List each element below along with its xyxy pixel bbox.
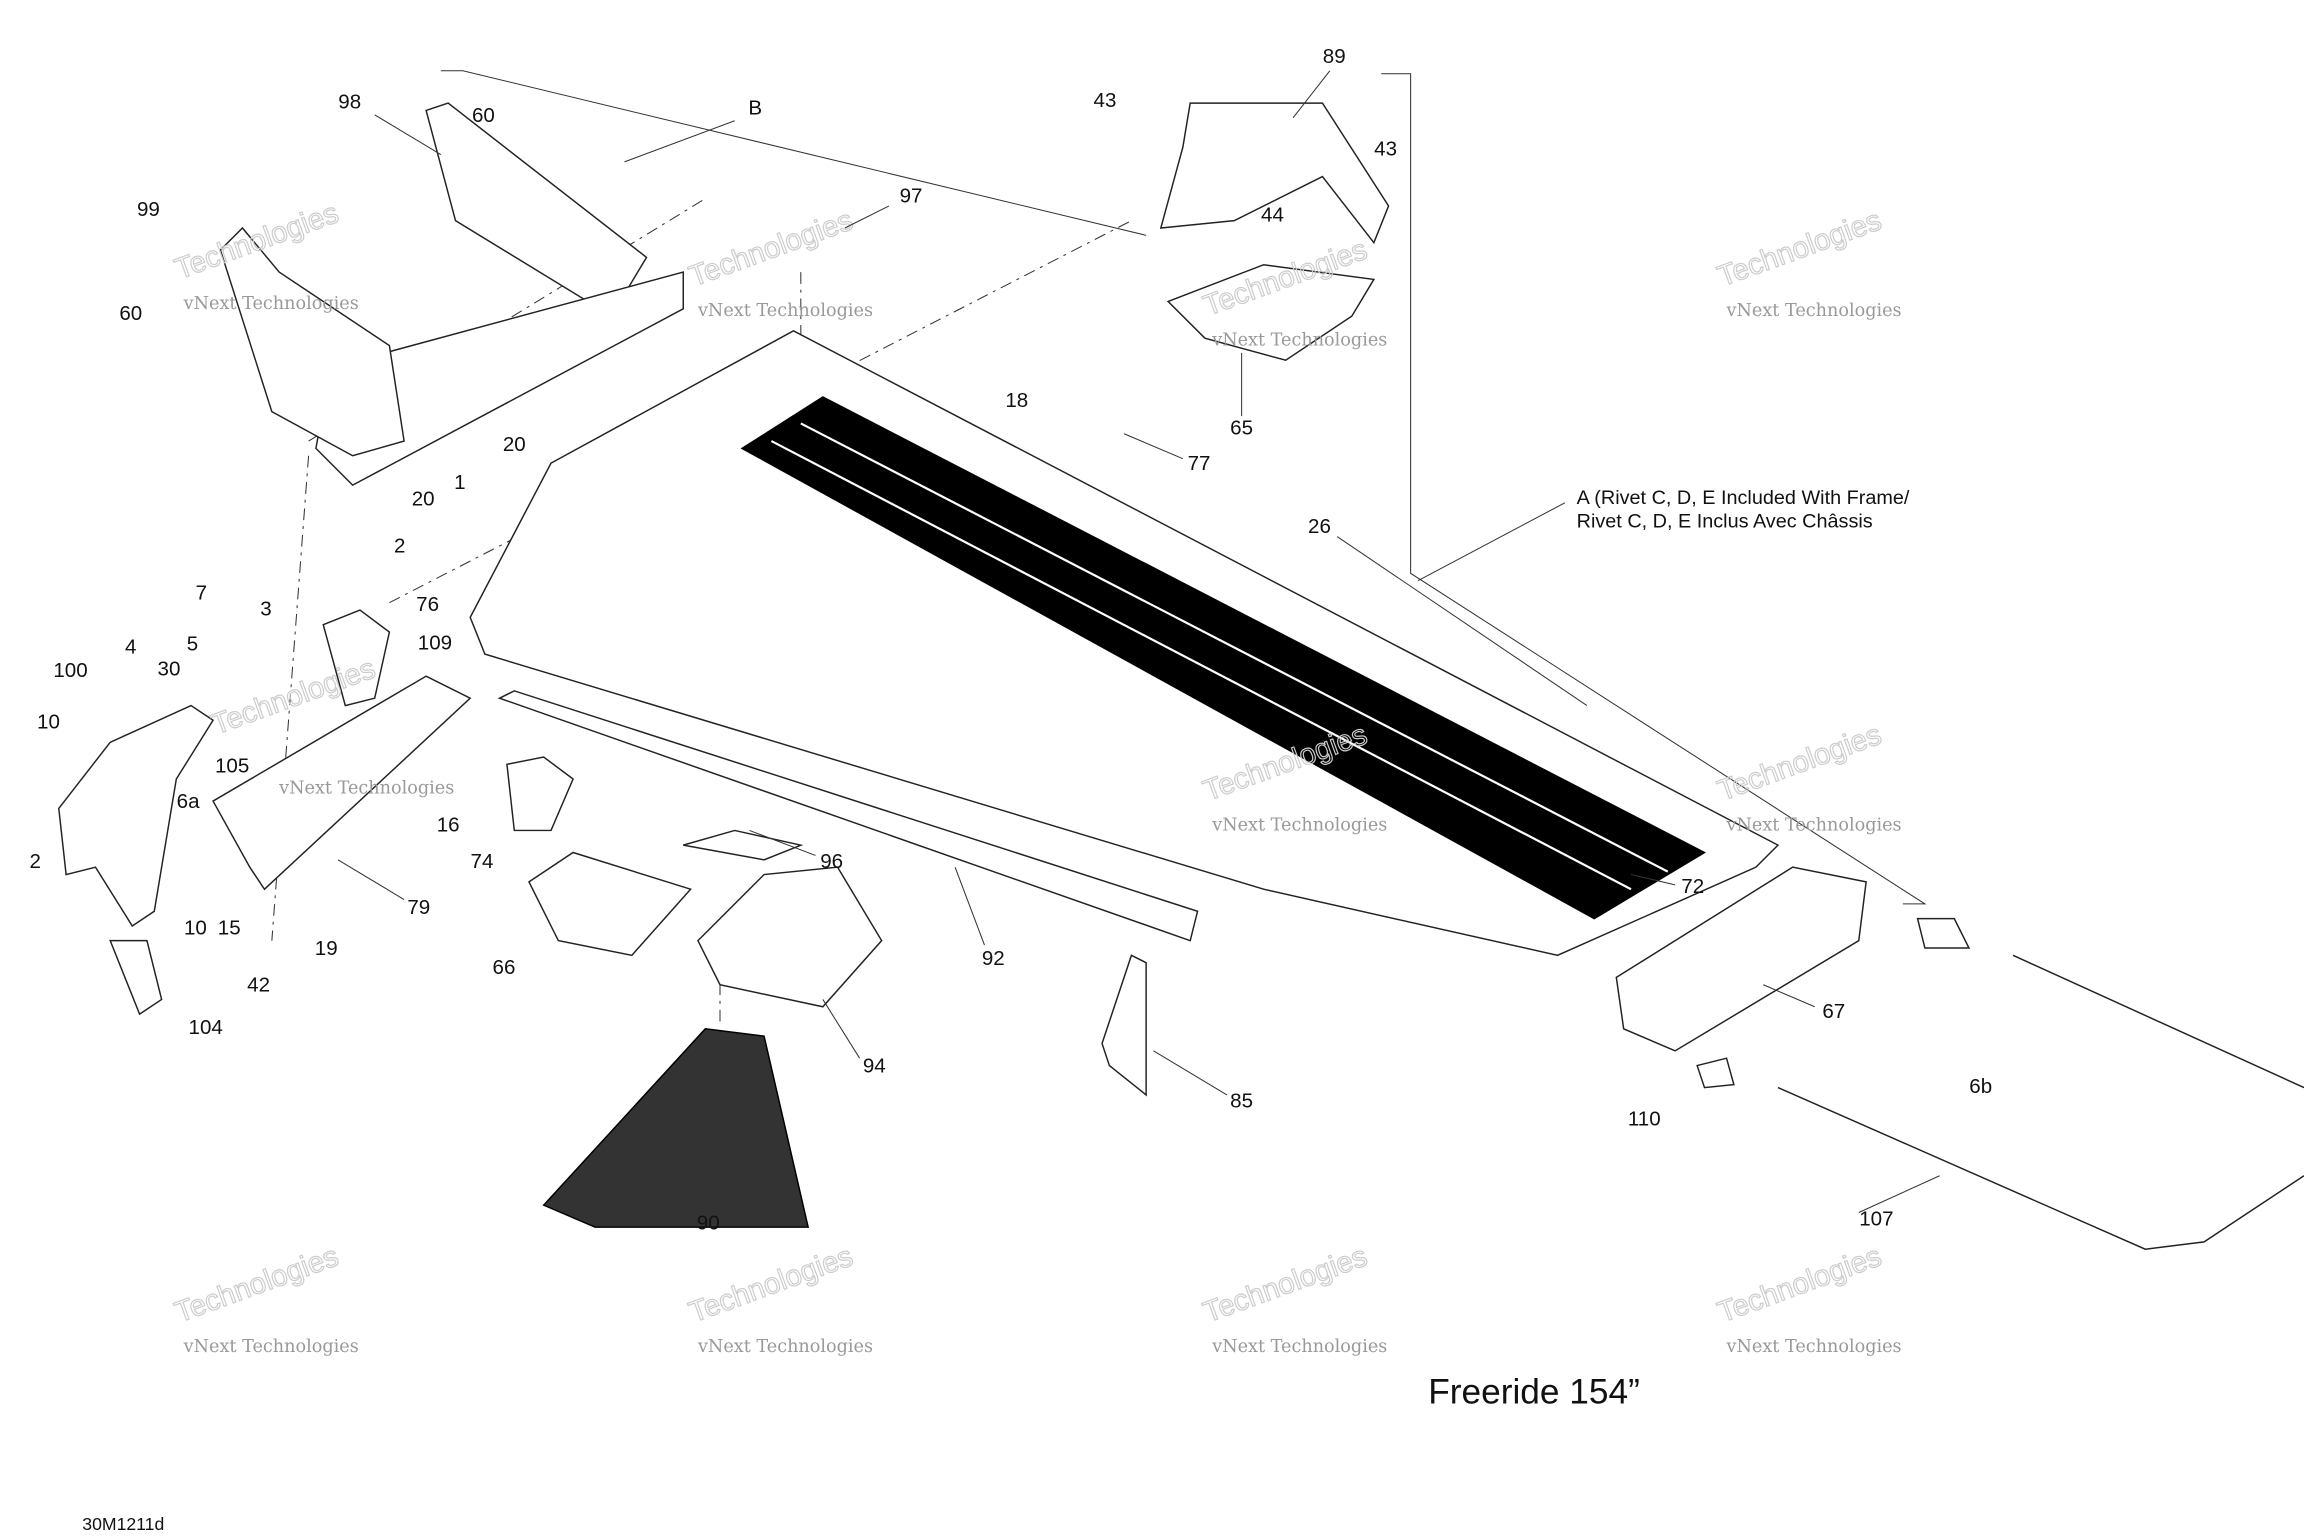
callout-label: 5 xyxy=(187,633,198,656)
callout-label: 10 xyxy=(37,711,60,734)
callout-label: 1 xyxy=(454,471,465,494)
callout-label: 60 xyxy=(472,104,495,127)
watermark-text: Technologies xyxy=(1713,718,1885,808)
watermark-text: Technologies xyxy=(685,204,857,294)
callout-label: 67 xyxy=(1822,1000,1845,1023)
rivet-note-line2: Rivet C, D, E Inclus Avec Châssis xyxy=(1577,511,1873,533)
callout-label: 44 xyxy=(1261,204,1284,227)
callout-label: 26 xyxy=(1308,515,1331,538)
callout-label: 109 xyxy=(418,631,452,654)
callout-label: 72 xyxy=(1681,875,1704,898)
part-bumper-107 xyxy=(1777,954,2304,1250)
callout-label: 107 xyxy=(1859,1207,1893,1230)
watermark-text: Technologies xyxy=(685,1239,857,1329)
watermark-text: vNext Technologies xyxy=(1211,1337,1387,1357)
watermark-text: Technologies xyxy=(1713,1239,1885,1329)
callout-label: 18 xyxy=(1005,389,1028,412)
part-misc xyxy=(109,609,1971,1097)
watermark-text: vNext Technologies xyxy=(697,301,873,321)
callout-label: 105 xyxy=(215,755,249,778)
watermark-text: vNext Technologies xyxy=(1211,815,1387,835)
callout-label: 42 xyxy=(247,974,270,997)
part-heat-exchanger-72 xyxy=(740,396,1706,920)
watermark-text: vNext Technologies xyxy=(183,294,359,314)
callout-label: 6b xyxy=(1969,1075,1992,1098)
callout-label: 79 xyxy=(407,896,430,919)
callout-label: 110 xyxy=(1628,1107,1661,1130)
callout-label: 90 xyxy=(697,1212,720,1235)
watermark-text: vNext Technologies xyxy=(1726,815,1902,835)
watermark-text: Technologies xyxy=(1199,1239,1371,1329)
callout-label: 20 xyxy=(503,433,526,456)
part-front-bumper-89 xyxy=(1159,102,1390,362)
callout-label: 20 xyxy=(412,487,435,510)
callout-label: 104 xyxy=(189,1016,223,1039)
callout-label: 19 xyxy=(315,937,338,960)
part-tunnel xyxy=(469,330,1867,1052)
callout-label: 16 xyxy=(437,813,460,836)
part-footrest-79 xyxy=(212,675,472,891)
callout-label: 92 xyxy=(982,947,1005,970)
watermark-text: vNext Technologies xyxy=(1211,331,1387,351)
watermark-text: vNext Technologies xyxy=(183,1337,359,1357)
callout-label: 7 xyxy=(196,581,207,604)
callout-label: 60 xyxy=(119,302,142,325)
callout-label: 10 xyxy=(184,916,207,939)
callout-label: 2 xyxy=(30,850,41,873)
leader-lines xyxy=(337,70,1940,1218)
watermark-text: vNext Technologies xyxy=(278,779,454,799)
rivet-note-line1: A (Rivet C, D, E Included With Frame/ xyxy=(1577,487,1910,509)
diagram-title: Freeride 154” xyxy=(1428,1373,1640,1412)
part-runner-90 xyxy=(542,1028,810,1228)
callout-label: 3 xyxy=(260,597,271,620)
callout-label: 89 xyxy=(1323,45,1346,68)
callout-label: 74 xyxy=(471,850,494,873)
watermark-text: Technologies xyxy=(1713,204,1885,294)
callout-label: 43 xyxy=(1374,138,1397,161)
callout-label: 66 xyxy=(493,956,516,979)
callout-label: 94 xyxy=(863,1054,886,1077)
callout-label: 97 xyxy=(900,185,923,208)
part-front-frame-100 xyxy=(58,704,215,927)
callout-labels: 98 60 B 99 60 97 89 43 43 44 65 18 77 20… xyxy=(30,45,1993,1235)
callout-label: 100 xyxy=(53,659,87,682)
callout-label: 99 xyxy=(137,198,160,221)
callout-label: 2 xyxy=(394,534,405,557)
watermark-text: vNext Technologies xyxy=(697,1337,873,1357)
callout-label: 76 xyxy=(416,593,439,616)
callout-label: 77 xyxy=(1188,452,1211,475)
callout-label: 96 xyxy=(820,850,843,873)
part-steering-support-98 xyxy=(219,102,684,487)
callout-label: 65 xyxy=(1230,417,1253,440)
watermark-text: vNext Technologies xyxy=(1726,301,1902,321)
callout-label: 98 xyxy=(338,91,361,114)
drawing-code: 30M1211d xyxy=(82,1514,164,1534)
callout-label: 15 xyxy=(218,916,241,939)
callout-label: 6a xyxy=(177,790,200,813)
callout-label: 43 xyxy=(1094,89,1117,112)
callout-label: 30 xyxy=(158,658,181,681)
watermark-text: vNext Technologies xyxy=(1726,1337,1902,1357)
callout-label: 4 xyxy=(125,636,136,659)
callout-label: B xyxy=(748,96,762,119)
callout-label: 85 xyxy=(1230,1090,1253,1113)
watermark-text: Technologies xyxy=(170,1239,342,1329)
